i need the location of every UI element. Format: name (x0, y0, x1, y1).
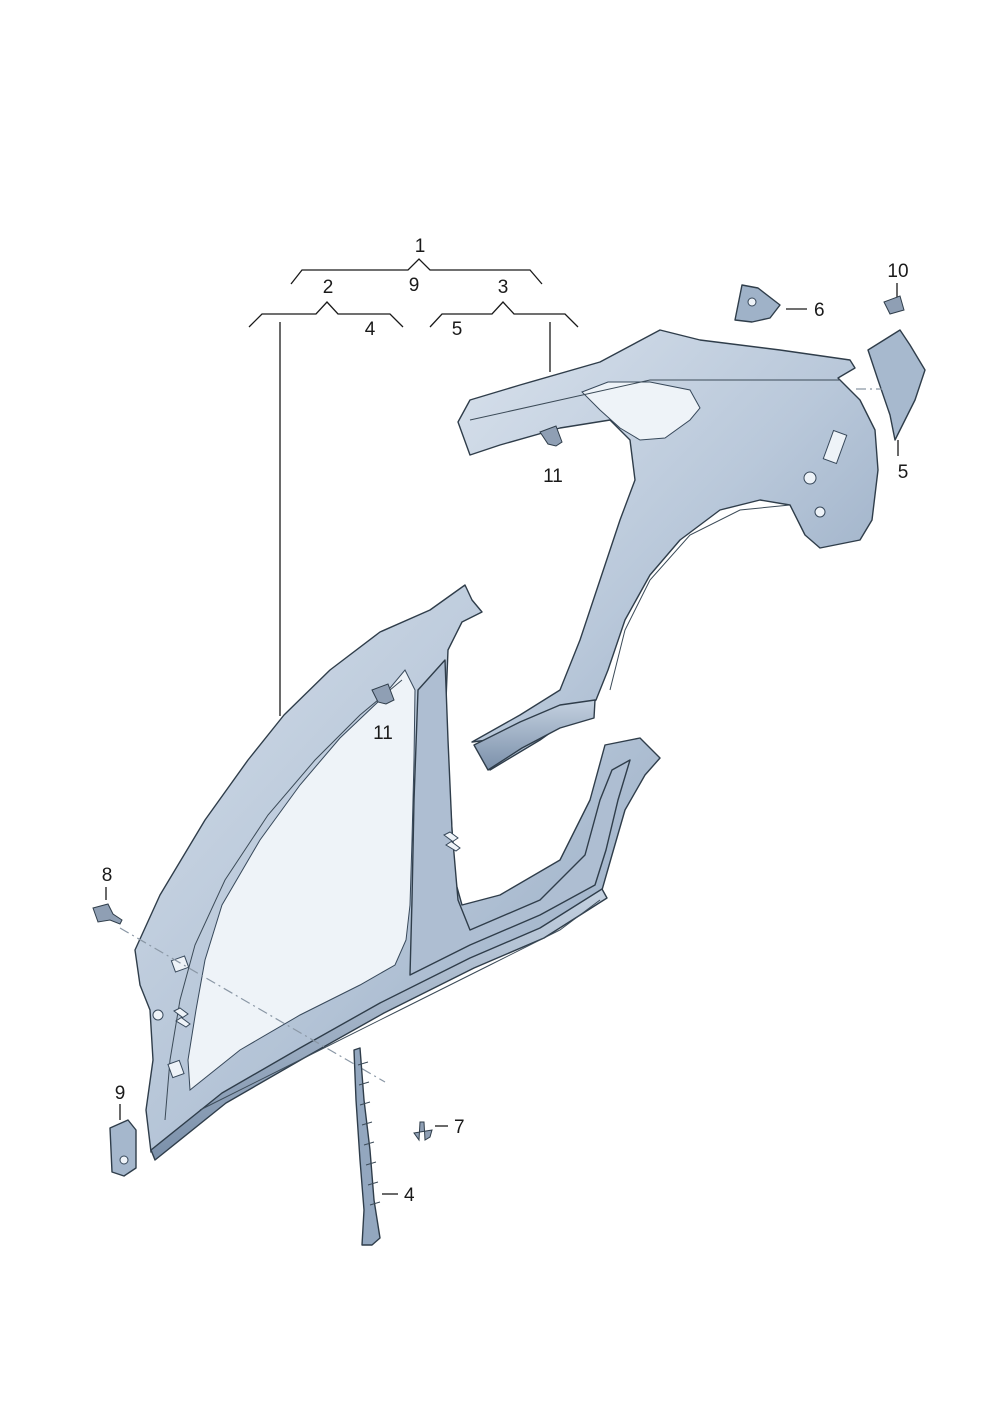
callout-9-top: 9 (409, 275, 420, 296)
part-5-reinforcement: 5 (856, 329, 926, 483)
b-pillar-s-cutout (443, 831, 461, 852)
callout-3: 3 (498, 277, 509, 298)
part-10-clip: 10 (883, 261, 909, 315)
front-side-panel (119, 584, 661, 1161)
rear-sill-segment (473, 699, 596, 771)
bracket-9 (109, 1119, 137, 1177)
callout-11-lower: 11 (373, 723, 393, 744)
strip-4 (353, 1047, 381, 1246)
clip-10 (883, 295, 905, 315)
rear-panel-hole-1 (803, 471, 817, 485)
strip-4-teeth (357, 1061, 381, 1206)
rear-wheel-arch-edge (609, 504, 791, 691)
rear-side-panel-outer (457, 329, 879, 771)
front-panel-edge-line (164, 679, 403, 1121)
callout-6: 6 (814, 300, 825, 321)
group-brackets: 1 2 9 3 4 5 (248, 236, 579, 716)
screw-7 (413, 1121, 433, 1142)
callout-11-upper: 11 (543, 466, 563, 487)
callout-4-top: 4 (365, 319, 376, 340)
callout-8: 8 (102, 865, 113, 886)
rear-panel-slot (822, 429, 848, 465)
rear-panel-hole-2 (814, 506, 826, 518)
callout-10: 10 (887, 261, 908, 282)
bolt-8 (92, 903, 123, 925)
a-pillar-s-cutout (173, 1007, 191, 1028)
callout-1: 1 (415, 236, 426, 257)
front-door-opening (187, 669, 416, 1091)
part-11-lower: 11 (371, 683, 395, 744)
bracket-3 (429, 301, 579, 328)
bracket-2 (248, 301, 404, 328)
callout-9-bottom: 9 (115, 1083, 126, 1104)
stud-11-lower (371, 683, 395, 705)
part-6-gusset: 6 (734, 284, 825, 323)
reinforcement-bracket (867, 329, 926, 441)
rear-side-panel (457, 329, 879, 771)
bracket-9-hole (119, 1155, 129, 1165)
a-pillar-hole (152, 1009, 164, 1021)
callout-7: 7 (454, 1117, 465, 1138)
callout-5-right: 5 (898, 462, 909, 483)
callout-5-top: 5 (452, 319, 463, 340)
sill-strip (150, 888, 608, 1161)
part-9-bracket: 9 (109, 1083, 137, 1177)
mounting-axis-line (119, 927, 386, 1083)
part-4-strip: 4 (353, 1047, 415, 1246)
stud-11-upper (539, 425, 563, 447)
gusset-hole (747, 297, 757, 307)
gusset-plate (734, 284, 781, 323)
part-7-screw: 7 (413, 1117, 465, 1142)
sill-edge-line (199, 899, 601, 1111)
part-8-bolt: 8 (92, 865, 123, 925)
a-pillar-slot-2 (167, 1059, 185, 1079)
rear-panel-crease (469, 379, 840, 421)
bracket-1 (290, 258, 543, 285)
quarter-window-opening (581, 381, 701, 441)
callout-4-bottom: 4 (404, 1185, 415, 1206)
part-11-upper: 11 (539, 425, 563, 487)
callout-2: 2 (323, 277, 334, 298)
